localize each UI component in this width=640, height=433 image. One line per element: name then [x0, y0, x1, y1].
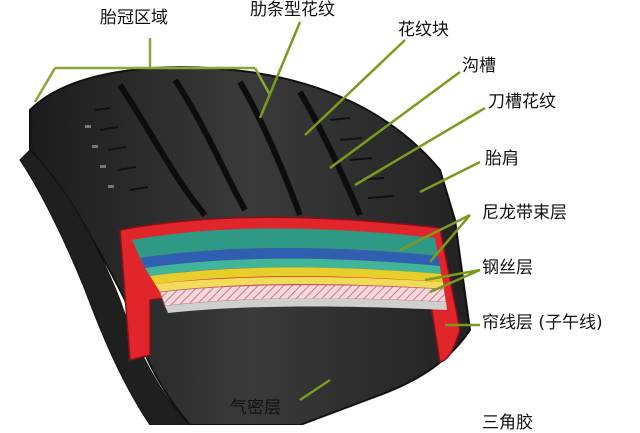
- label-inner-liner: 气密层: [230, 398, 281, 418]
- label-groove: 沟槽: [462, 56, 496, 76]
- inner-liner: [165, 298, 447, 313]
- label-tread-block: 花纹块: [398, 20, 449, 40]
- leader-lines: [258, 21, 486, 402]
- label-sidewall-cut: 三角胶: [482, 413, 533, 433]
- tread-grooves: [117, 78, 363, 217]
- label-crown: 胎冠区域: [100, 8, 168, 28]
- crown-bracket: [33, 38, 272, 103]
- steel-belt-yellow-2: [155, 276, 444, 292]
- label-shoulder: 胎肩: [485, 149, 519, 169]
- tread-block-marks: [85, 125, 114, 188]
- label-sipe-pattern: 刀槽花纹: [488, 92, 556, 112]
- nylon-layer-teal: [132, 228, 438, 258]
- steel-belt-yellow: [150, 267, 443, 284]
- label-rib-pattern: 肋条型花纹: [250, 0, 335, 20]
- label-cord-ply: 帘线层 (子午线): [482, 313, 603, 333]
- label-steel-belt: 钢丝层: [482, 258, 533, 278]
- label-nylon-cap-ply: 尼龙带束层: [482, 203, 567, 223]
- nylon-layer-blue: [140, 247, 440, 268]
- tire-sidewall-left: [19, 149, 191, 425]
- tread-sipes: [94, 107, 395, 199]
- nylon-layer-teal-2: [145, 258, 441, 276]
